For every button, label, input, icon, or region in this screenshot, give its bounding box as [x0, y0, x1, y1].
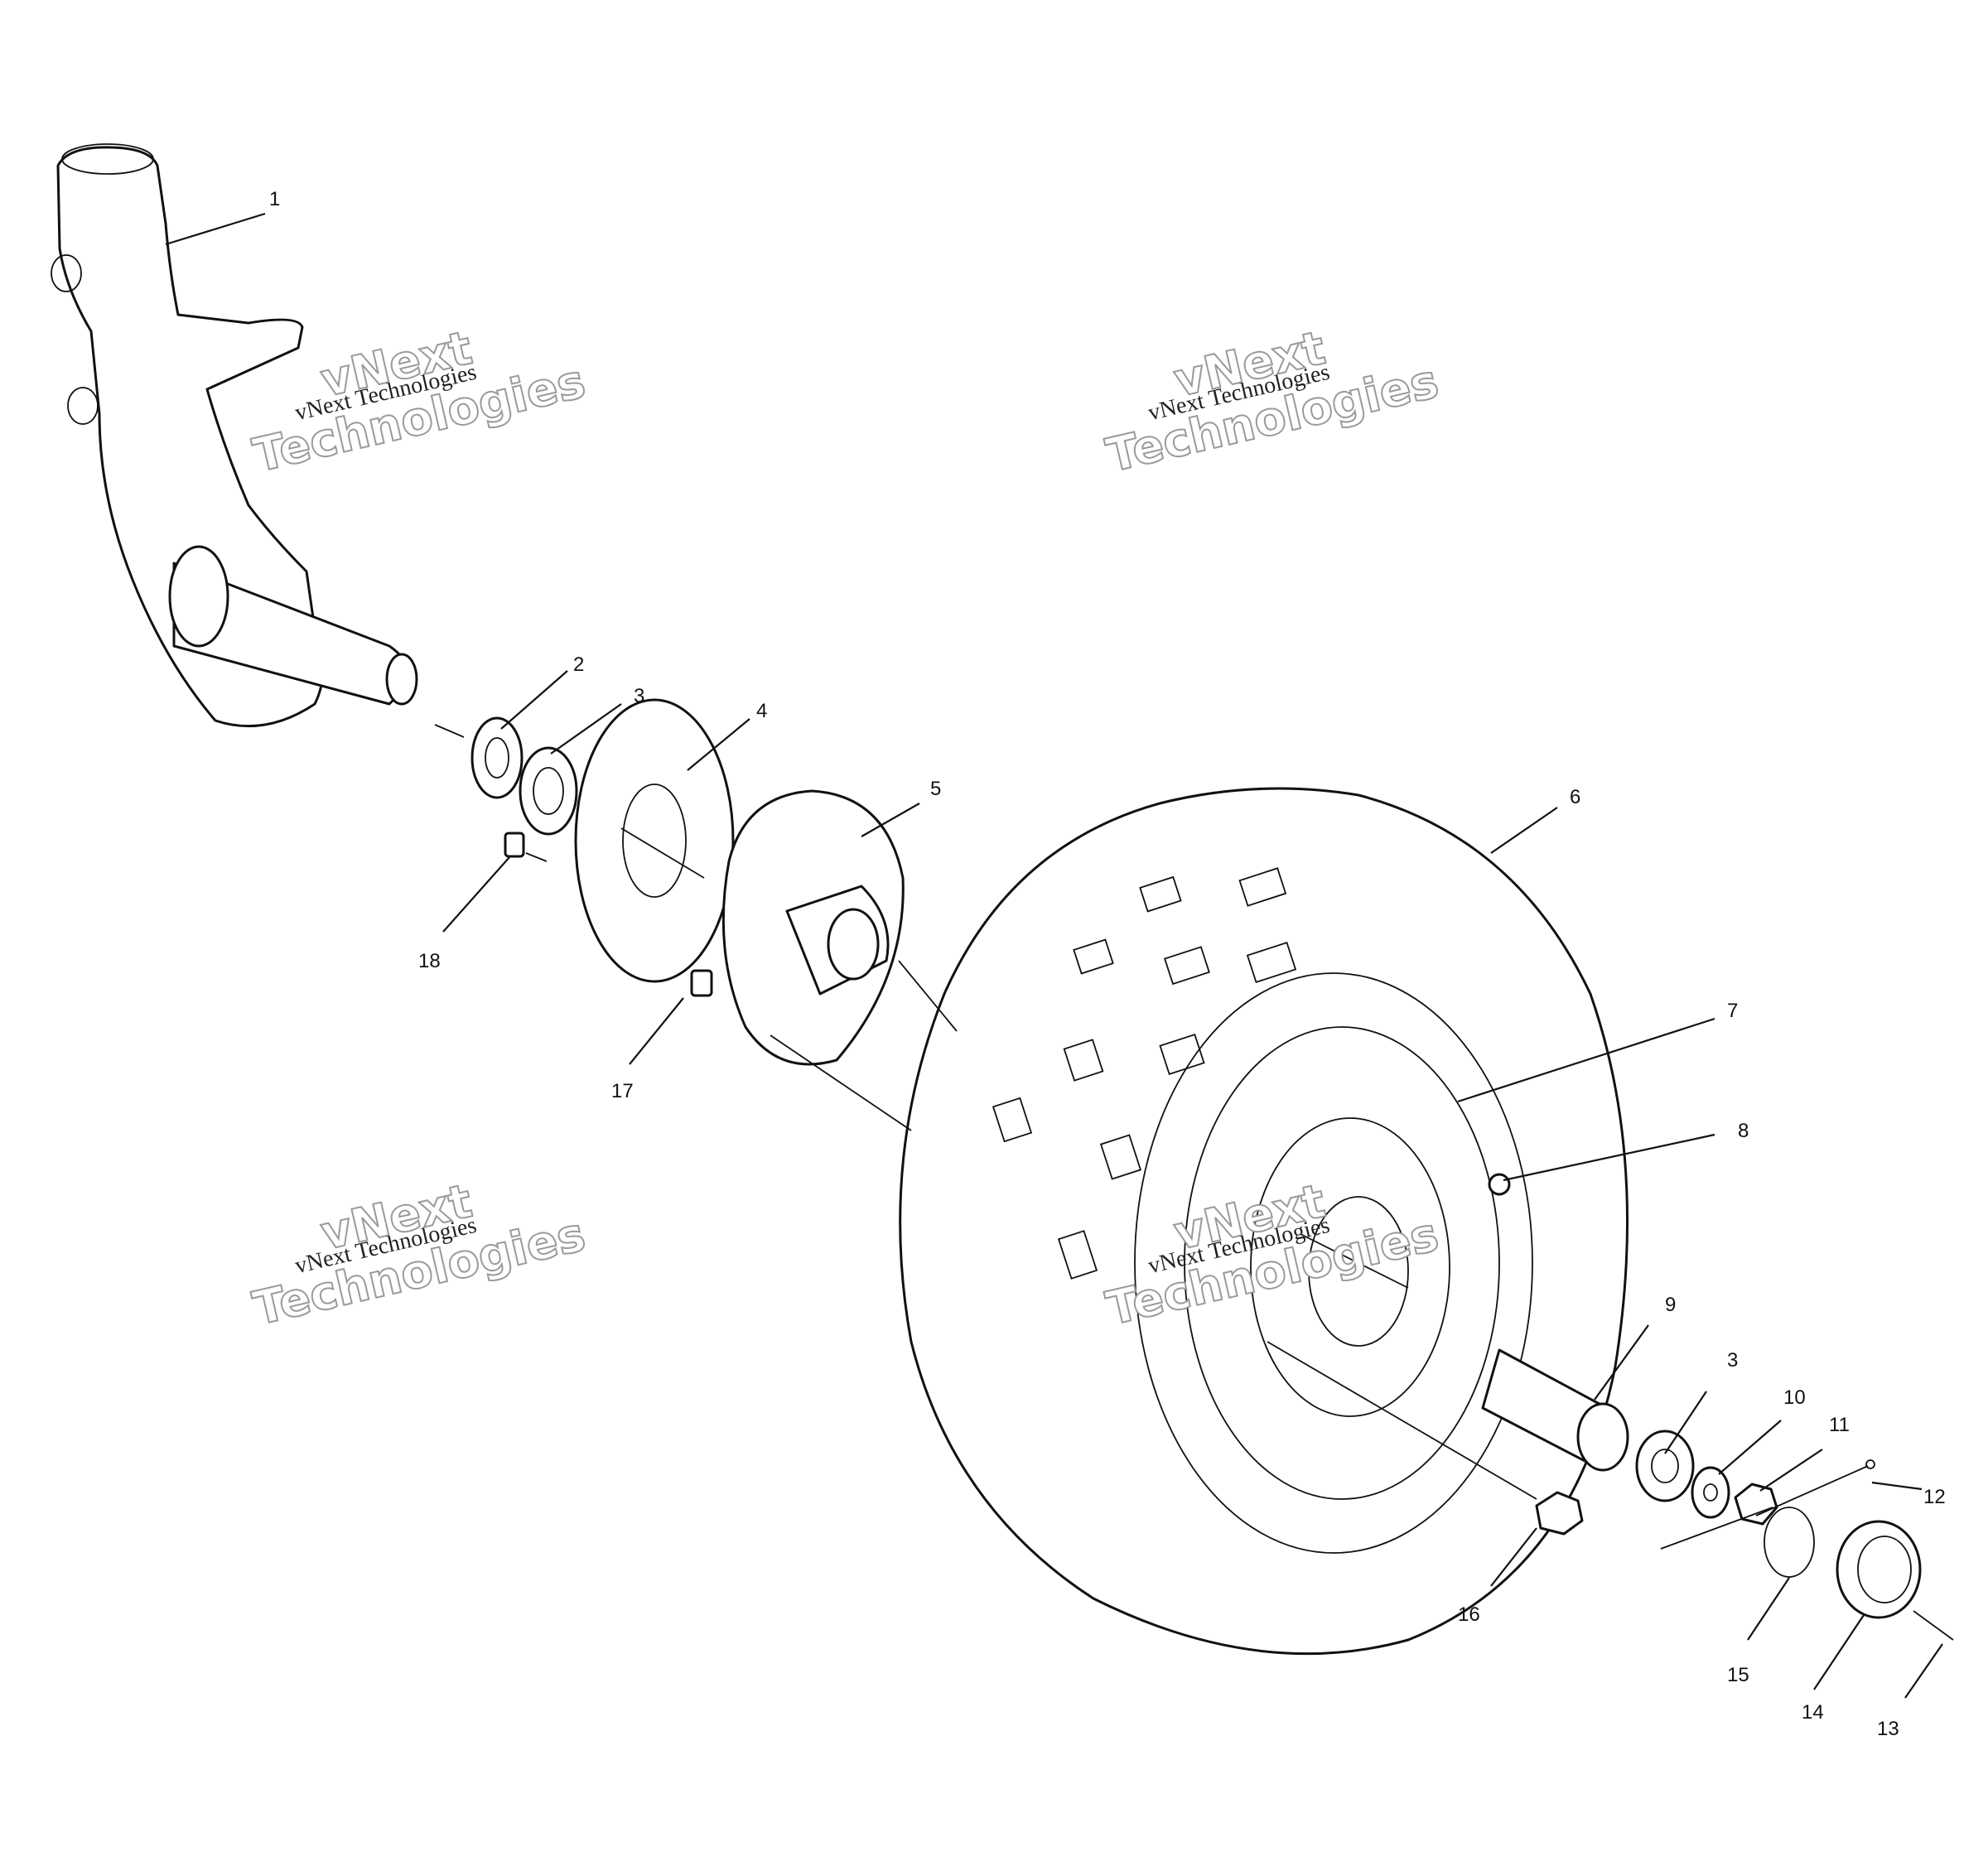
- callout-3b: 3: [1727, 1349, 1738, 1372]
- lug-nut: [1535, 1491, 1584, 1536]
- bearing: [519, 746, 578, 836]
- tire: [899, 787, 1629, 1656]
- cotter-pin: [1755, 1459, 1875, 1516]
- callout-18: 18: [418, 950, 441, 972]
- seal: [470, 716, 524, 799]
- callout-15: 15: [1727, 1664, 1749, 1686]
- leader-lines: [165, 212, 1943, 1699]
- spacer: [1481, 1348, 1629, 1472]
- watermark-bottom-left: vNext Technologies vNext Technologies: [248, 1174, 591, 1337]
- steering-knuckle: [51, 143, 418, 728]
- callout-8: 8: [1738, 1120, 1749, 1142]
- washer: [1691, 1466, 1730, 1519]
- assembly-axis-lines: [434, 724, 1773, 1550]
- watermark-top-center: vNext Technologies vNext Technologies: [1101, 321, 1445, 484]
- o-ring: [1764, 1507, 1815, 1578]
- callout-9: 9: [1665, 1294, 1676, 1316]
- callout-labels: 1 2 3 4 5 6 7 8 9 3 10 11 12 13 14 15 16…: [269, 188, 1946, 1740]
- brake-disc: [574, 698, 735, 983]
- bearing: [1635, 1430, 1695, 1502]
- wheel-stud: [1488, 1173, 1511, 1196]
- callout-13: 13: [1877, 1718, 1899, 1740]
- callout-4: 4: [756, 700, 767, 722]
- wheel-hub: [721, 789, 905, 1066]
- hub-bolt: [504, 832, 713, 997]
- callout-6: 6: [1570, 786, 1580, 808]
- callout-17: 17: [611, 1080, 634, 1102]
- callout-16: 16: [1458, 1603, 1480, 1626]
- callout-7: 7: [1727, 1000, 1738, 1022]
- callout-11: 11: [1829, 1414, 1850, 1436]
- hub-cap: [1836, 1520, 1922, 1619]
- callout-3: 3: [634, 685, 644, 707]
- callout-1: 1: [269, 188, 280, 210]
- callout-14: 14: [1802, 1701, 1824, 1724]
- callout-5: 5: [930, 778, 941, 800]
- cap-screw: [1913, 1610, 1954, 1641]
- callout-10: 10: [1783, 1386, 1806, 1409]
- callout-2: 2: [573, 653, 584, 676]
- callout-12: 12: [1923, 1486, 1946, 1508]
